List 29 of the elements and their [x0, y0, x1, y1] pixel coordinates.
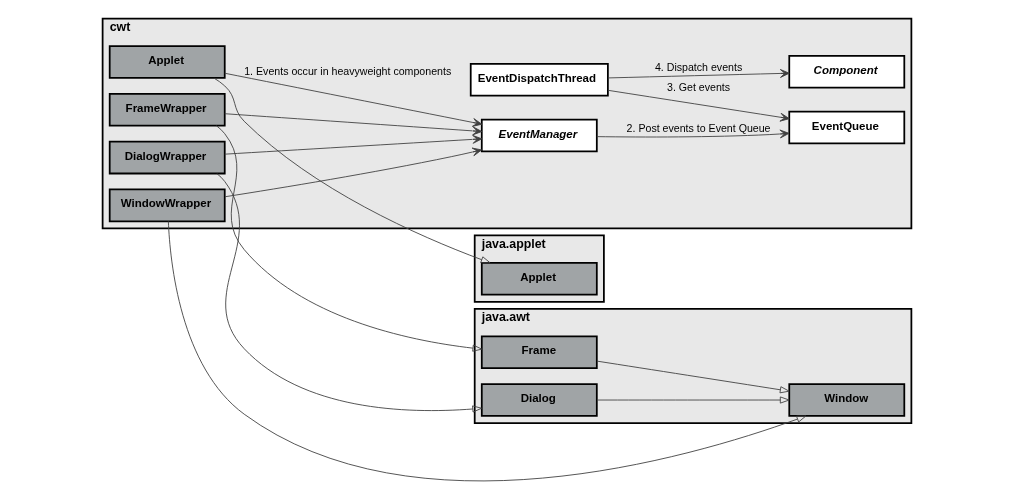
- arrow: [596, 360, 790, 394]
- node-box: EventManager: [480, 118, 598, 153]
- arrow: [595, 129, 789, 139]
- node-box: Component: [787, 54, 905, 89]
- arrow: [215, 173, 482, 413]
- node-box: WindowWrapper: [108, 188, 226, 223]
- node-box: FrameWrapper: [108, 92, 226, 127]
- arrow: [223, 72, 482, 127]
- arrow: [223, 113, 482, 136]
- arrow: [607, 69, 790, 79]
- arrow: [224, 147, 482, 198]
- arrow: [213, 77, 490, 264]
- node-box: Frame: [480, 335, 598, 370]
- node-box: Dialog: [480, 383, 598, 417]
- edge-label: 2. Post events to Event Queue: [626, 121, 771, 134]
- node-box: Window: [787, 383, 905, 417]
- node-box: EventDispatchThread: [469, 62, 609, 97]
- arrow: [596, 396, 790, 404]
- node-box: EventQueue: [787, 110, 905, 145]
- edge-label: 4. Dispatch events: [654, 61, 742, 74]
- arrow: [215, 125, 482, 352]
- edge-label: 1. Events occur in heavyweight components: [243, 64, 451, 77]
- node-box: Applet: [108, 45, 226, 79]
- node-box: Applet: [480, 262, 598, 296]
- arrow: [223, 134, 482, 155]
- edge-label: 3. Get events: [666, 80, 730, 93]
- arrow: [607, 89, 790, 122]
- node-box: DialogWrapper: [108, 140, 226, 175]
- arrow: [167, 220, 806, 482]
